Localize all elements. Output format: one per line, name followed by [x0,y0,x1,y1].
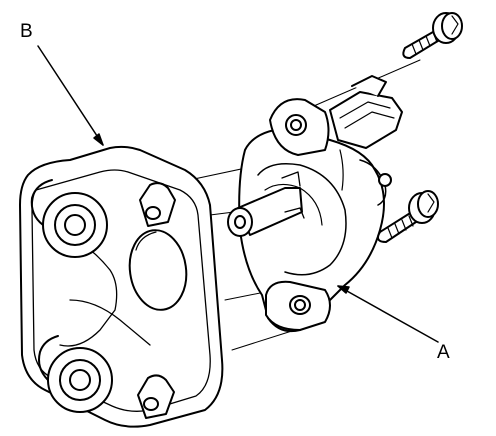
sensor-body-a [227,75,403,333]
leader-line-b [37,45,104,146]
mounting-bracket-b [19,145,224,428]
callout-label-b: B [20,21,33,42]
screw-top [402,12,463,59]
callout-label-a: A [437,342,450,363]
screw-bottom [377,190,439,243]
leader-line-a [337,285,439,343]
